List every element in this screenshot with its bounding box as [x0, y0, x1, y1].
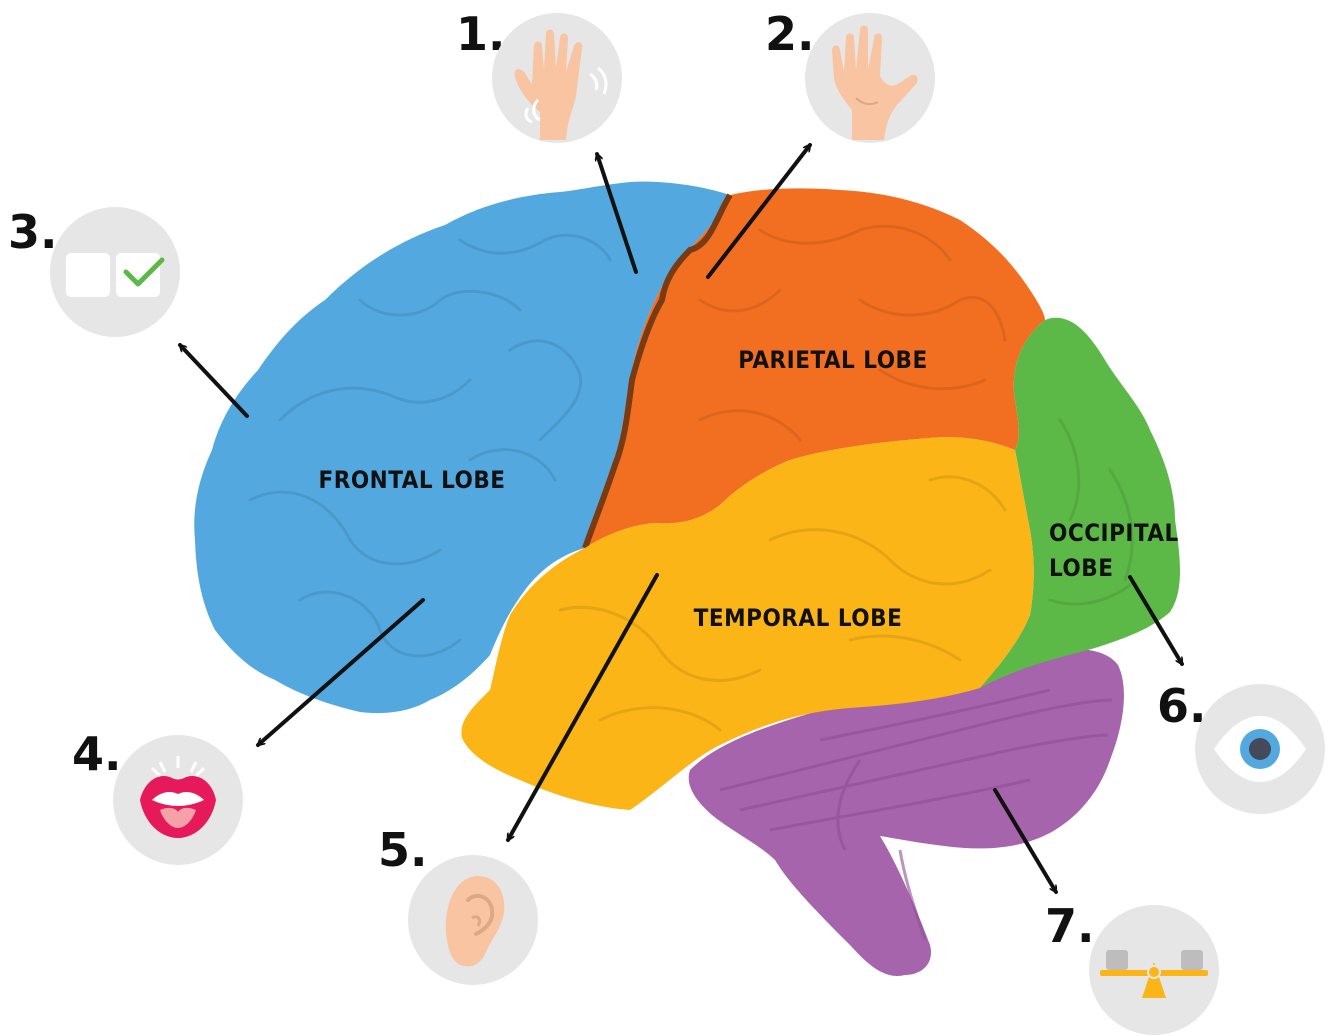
brain-gyri-texture: [248, 224, 1134, 732]
parietal-lobe-label: PARIETAL LOBE: [738, 346, 928, 374]
arrow-7: [993, 788, 1058, 892]
occipital-lobe-label-line1: OCCIPITAL: [1049, 519, 1179, 547]
occipital-lobe-label-line2: LOBE: [1049, 554, 1113, 582]
temporal-lobe-region: [461, 437, 1034, 810]
parietal-lobe-region: [585, 188, 1045, 548]
arrow-2: [706, 143, 812, 279]
balance-seesaw-icon: [1089, 905, 1219, 1035]
arrow-1: [597, 154, 638, 274]
speaking-mouth-icon: [113, 735, 243, 865]
arrow-3: [178, 343, 249, 418]
callout-number-3: 3.: [8, 205, 57, 259]
ear-icon: [408, 855, 538, 985]
eye-icon: [1195, 684, 1325, 814]
callout-number-1: 1.: [456, 7, 505, 61]
temporal-lobe-label: TEMPORAL LOBE: [694, 604, 903, 632]
arrow-5: [506, 573, 659, 840]
callout-number-5: 5.: [378, 823, 427, 877]
lobe-labels: FRONTAL LOBE PARIETAL LOBE OCCIPITAL LOB…: [318, 346, 1178, 632]
checkbox-decision-icon: [50, 207, 180, 337]
occipital-lobe-region: [980, 317, 1180, 688]
open-hand-icon: [805, 13, 935, 143]
brain: [194, 181, 1180, 976]
central-sulcus: [582, 193, 733, 550]
frontal-lobe-region: [194, 181, 730, 714]
callout-number-4: 4.: [72, 727, 121, 781]
callout-numbers: 1. 2. 3. 4. 5. 6. 7.: [8, 7, 1206, 953]
callout-number-2: 2.: [765, 7, 814, 61]
frontal-lobe-label: FRONTAL LOBE: [318, 466, 505, 494]
callout-number-6: 6.: [1157, 679, 1206, 733]
arrow-4: [256, 598, 425, 747]
cerebellum-region: [688, 649, 1124, 976]
cerebellum-folds: [719, 688, 1113, 941]
arrow-6: [1128, 575, 1184, 664]
callout-number-7: 7.: [1045, 899, 1094, 953]
hand-sensation-icon: [492, 13, 622, 143]
callout-arrows: [178, 143, 1184, 892]
